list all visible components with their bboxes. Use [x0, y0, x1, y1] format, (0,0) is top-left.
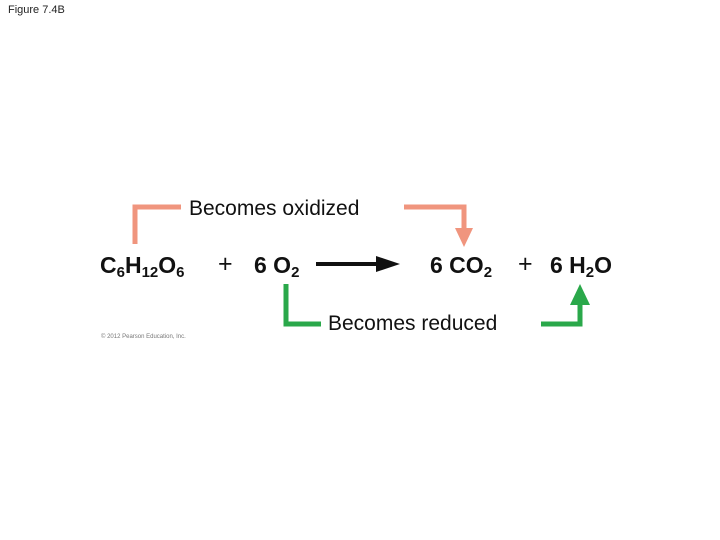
- plus-sign-1: +: [218, 250, 233, 278]
- glucose-o: O: [158, 252, 177, 278]
- plus-sign-2: +: [518, 250, 533, 278]
- oxygen-coef: 6 O: [254, 252, 292, 278]
- co2-sub: 2: [483, 264, 493, 281]
- water-sub: 2: [585, 264, 595, 281]
- copyright-notice: © 2012 Pearson Education, Inc.: [101, 334, 186, 340]
- oxygen-formula: 6 O2: [254, 252, 300, 281]
- figure-caption: Figure 7.4B: [8, 4, 65, 16]
- glucose-formula: C6H12O6: [100, 252, 185, 281]
- water-formula: 6 H2O: [550, 252, 613, 281]
- oxidized-arrow: [132, 204, 473, 247]
- oxidized-label: Becomes oxidized: [189, 197, 360, 220]
- oxygen-sub: 2: [291, 264, 300, 281]
- reduced-arrow: [283, 284, 590, 327]
- co2-formula: 6 CO2: [430, 252, 493, 281]
- glucose-h: H: [124, 252, 142, 278]
- reduced-label: Becomes reduced: [328, 312, 498, 335]
- glucose-c-sub: 6: [116, 264, 125, 281]
- glucose-c: C: [100, 252, 117, 278]
- glucose-o-sub: 6: [176, 264, 185, 281]
- reaction-arrow: [316, 256, 400, 272]
- co2-coef: 6 CO: [430, 252, 484, 278]
- water-tail: O: [594, 252, 613, 278]
- water-coef: 6 H: [550, 252, 586, 278]
- glucose-h-sub: 12: [141, 264, 159, 281]
